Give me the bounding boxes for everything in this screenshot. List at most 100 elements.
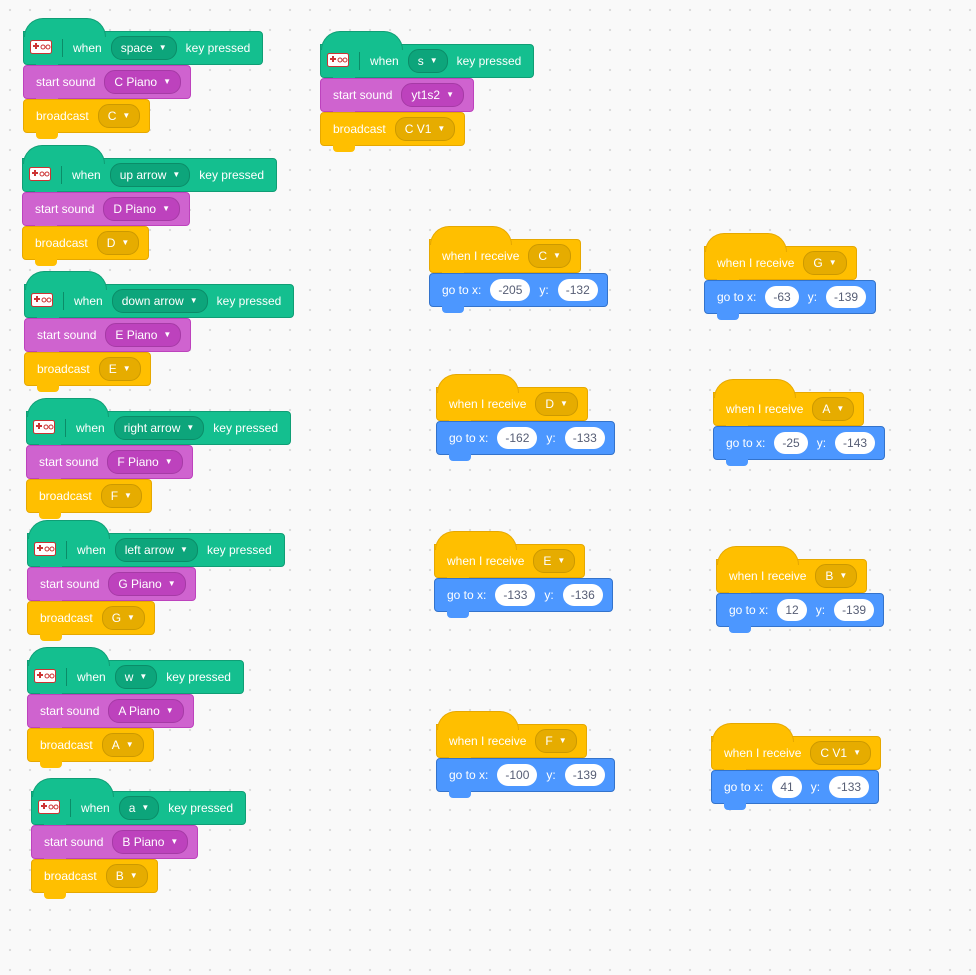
message-dropdown[interactable]: A▼	[812, 397, 855, 421]
key-dropdown[interactable]: up arrow▼	[109, 163, 191, 187]
x-input[interactable]: 41	[772, 776, 802, 798]
message-dropdown[interactable]: D▼	[535, 392, 578, 416]
key-dropdown[interactable]: left arrow▼	[114, 538, 198, 562]
sound-dropdown[interactable]: A Piano▼	[108, 699, 184, 723]
y-input[interactable]: -136	[562, 584, 603, 606]
message-dropdown[interactable]: C V1▼	[810, 741, 871, 765]
sound-dropdown[interactable]: F Piano▼	[107, 450, 183, 474]
y-input[interactable]: -132	[557, 279, 598, 301]
broadcast-dropdown[interactable]: D▼	[96, 231, 140, 255]
broadcast-dropdown[interactable]: G▼	[101, 606, 145, 630]
broadcast-dropdown[interactable]: A▼	[101, 733, 144, 757]
key-dropdown[interactable]: right arrow▼	[113, 416, 205, 440]
x-input[interactable]: -162	[497, 427, 538, 449]
y-input[interactable]: -139	[834, 599, 875, 621]
message-dropdown[interactable]: C▼	[528, 244, 571, 268]
y-input[interactable]: -139	[564, 764, 605, 786]
hat-cap	[712, 723, 794, 742]
broadcast-dropdown[interactable]: C V1▼	[394, 117, 456, 141]
broadcast-dropdown[interactable]: E▼	[98, 357, 141, 381]
y-input[interactable]: -143	[835, 432, 876, 454]
x-input[interactable]: -205	[490, 279, 531, 301]
sound-dropdown[interactable]: D Piano▼	[103, 197, 180, 221]
x-input[interactable]: -100	[497, 764, 538, 786]
broadcast-dropdown[interactable]: F▼	[100, 484, 142, 508]
hat-cap	[437, 711, 519, 730]
key-dropdown[interactable]: space▼	[110, 36, 177, 60]
sound-dropdown[interactable]: B Piano▼	[112, 830, 189, 854]
sound-dropdown[interactable]: yt1s2▼	[401, 83, 464, 107]
message-dropdown[interactable]: G▼	[803, 251, 847, 275]
key-dropdown[interactable]: a▼	[118, 796, 160, 820]
message-dropdown[interactable]: B▼	[815, 564, 858, 588]
message-dropdown[interactable]: F▼	[535, 729, 577, 753]
broadcast-dropdown[interactable]: C▼	[97, 104, 141, 128]
y-input[interactable]: -133	[829, 776, 870, 798]
x-input[interactable]: 12	[777, 599, 807, 621]
x-input[interactable]: -63	[765, 286, 799, 308]
message-dropdown[interactable]: E▼	[533, 549, 576, 573]
sound-dropdown[interactable]: E Piano▼	[105, 323, 182, 347]
y-input[interactable]: -133	[564, 427, 605, 449]
broadcast-dropdown[interactable]: B▼	[105, 864, 148, 888]
sound-dropdown[interactable]: G Piano▼	[108, 572, 186, 596]
x-input[interactable]: -25	[774, 432, 808, 454]
key-dropdown[interactable]: s▼	[407, 49, 448, 73]
y-input[interactable]: -139	[826, 286, 867, 308]
sound-dropdown[interactable]: C Piano▼	[104, 70, 181, 94]
key-dropdown[interactable]: down arrow▼	[111, 289, 208, 313]
key-dropdown[interactable]: w▼	[114, 665, 158, 689]
x-input[interactable]: -133	[495, 584, 536, 606]
